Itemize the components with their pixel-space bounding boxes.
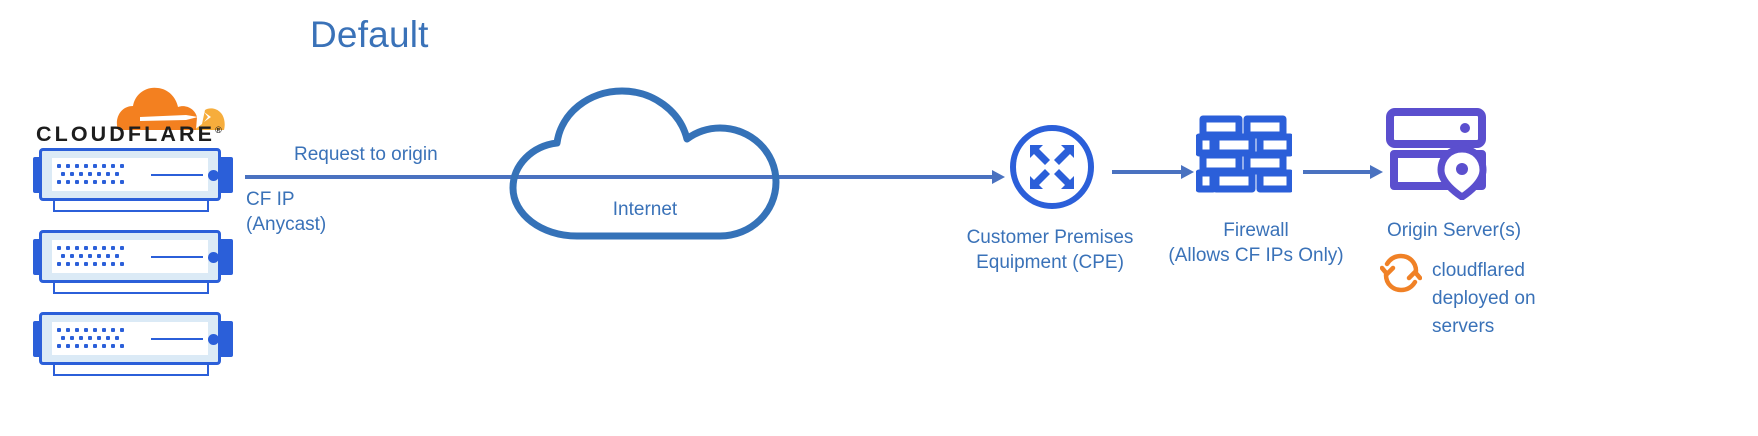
- internet-node: Internet: [505, 86, 785, 241]
- arrow-head-icon: [1370, 165, 1383, 179]
- server-base: [53, 365, 209, 376]
- server-status-line: [151, 256, 203, 258]
- brick-wall-icon: [1195, 115, 1294, 193]
- trademark-symbol: ®: [215, 124, 225, 135]
- router-icon: [1008, 123, 1096, 211]
- firewall-label-line-2: (Allows CF IPs Only): [1168, 245, 1344, 266]
- server-led-icon: [208, 170, 219, 181]
- origin-label: Origin Server(s): [1386, 220, 1522, 241]
- server-status-line: [151, 338, 203, 340]
- server-vent-dots: [57, 164, 135, 186]
- arrow-line: [245, 175, 992, 179]
- server-ear-right: [219, 157, 233, 193]
- page-title: Default: [310, 14, 429, 55]
- server-led-icon: [208, 252, 219, 263]
- cloudflared-line-1: cloudflared: [1432, 260, 1525, 281]
- arrow-line: [1303, 170, 1370, 174]
- flow-arrow-main: [245, 170, 1005, 184]
- cloudflared-annotation-label: cloudflared deployed on servers: [1432, 257, 1536, 341]
- cpe-label-line-2: Equipment (CPE): [976, 252, 1124, 273]
- server-ear-right: [219, 321, 233, 357]
- cloudflare-logo: CLOUDFLARE®: [36, 84, 236, 146]
- cloudflared-line-3: servers: [1432, 316, 1495, 337]
- internet-cloud-icon: [509, 87, 780, 240]
- cpe-label: Customer Premises Equipment (CPE): [950, 225, 1150, 275]
- server-base: [53, 283, 209, 294]
- server-ear-right: [219, 239, 233, 275]
- cloudflare-cloud-icon: [116, 87, 225, 130]
- server-vent-dots: [57, 328, 135, 350]
- arrow-label-request-to-origin: Request to origin: [294, 144, 438, 165]
- arrow-head-icon: [1181, 165, 1194, 179]
- server-vent-dots: [57, 246, 135, 268]
- firewall-label-line-1: Firewall: [1223, 220, 1289, 241]
- arrow-label-cf-ip: CF IP (Anycast): [246, 187, 326, 237]
- server-base: [53, 201, 209, 212]
- internet-label: Internet: [612, 199, 678, 220]
- server-body: [39, 230, 221, 283]
- flow-arrow-firewall-to-origin: [1303, 165, 1383, 179]
- cloudflare-wordmark: CLOUDFLARE®: [36, 122, 225, 146]
- arrow-line: [1112, 170, 1181, 174]
- cloudflare-server-3: [33, 312, 233, 376]
- cloudflare-server-2: [33, 230, 233, 294]
- server-led-icon: [208, 334, 219, 345]
- refresh-circular-arrows-icon: [1379, 253, 1423, 293]
- cloudflare-server-1: [33, 148, 233, 212]
- arrow-head-icon: [992, 170, 1005, 184]
- cpe-label-line-1: Customer Premises: [966, 227, 1134, 248]
- cf-ip-line-2: (Anycast): [246, 214, 327, 235]
- cf-ip-line-1: CF IP: [246, 189, 295, 210]
- server-status-line: [151, 174, 203, 176]
- cloudflared-line-2: deployed on: [1432, 288, 1536, 309]
- origin-server-pin-icon: [1386, 108, 1492, 202]
- firewall-label: Firewall (Allows CF IPs Only): [1156, 218, 1356, 268]
- flow-arrow-cpe-to-firewall: [1112, 165, 1194, 179]
